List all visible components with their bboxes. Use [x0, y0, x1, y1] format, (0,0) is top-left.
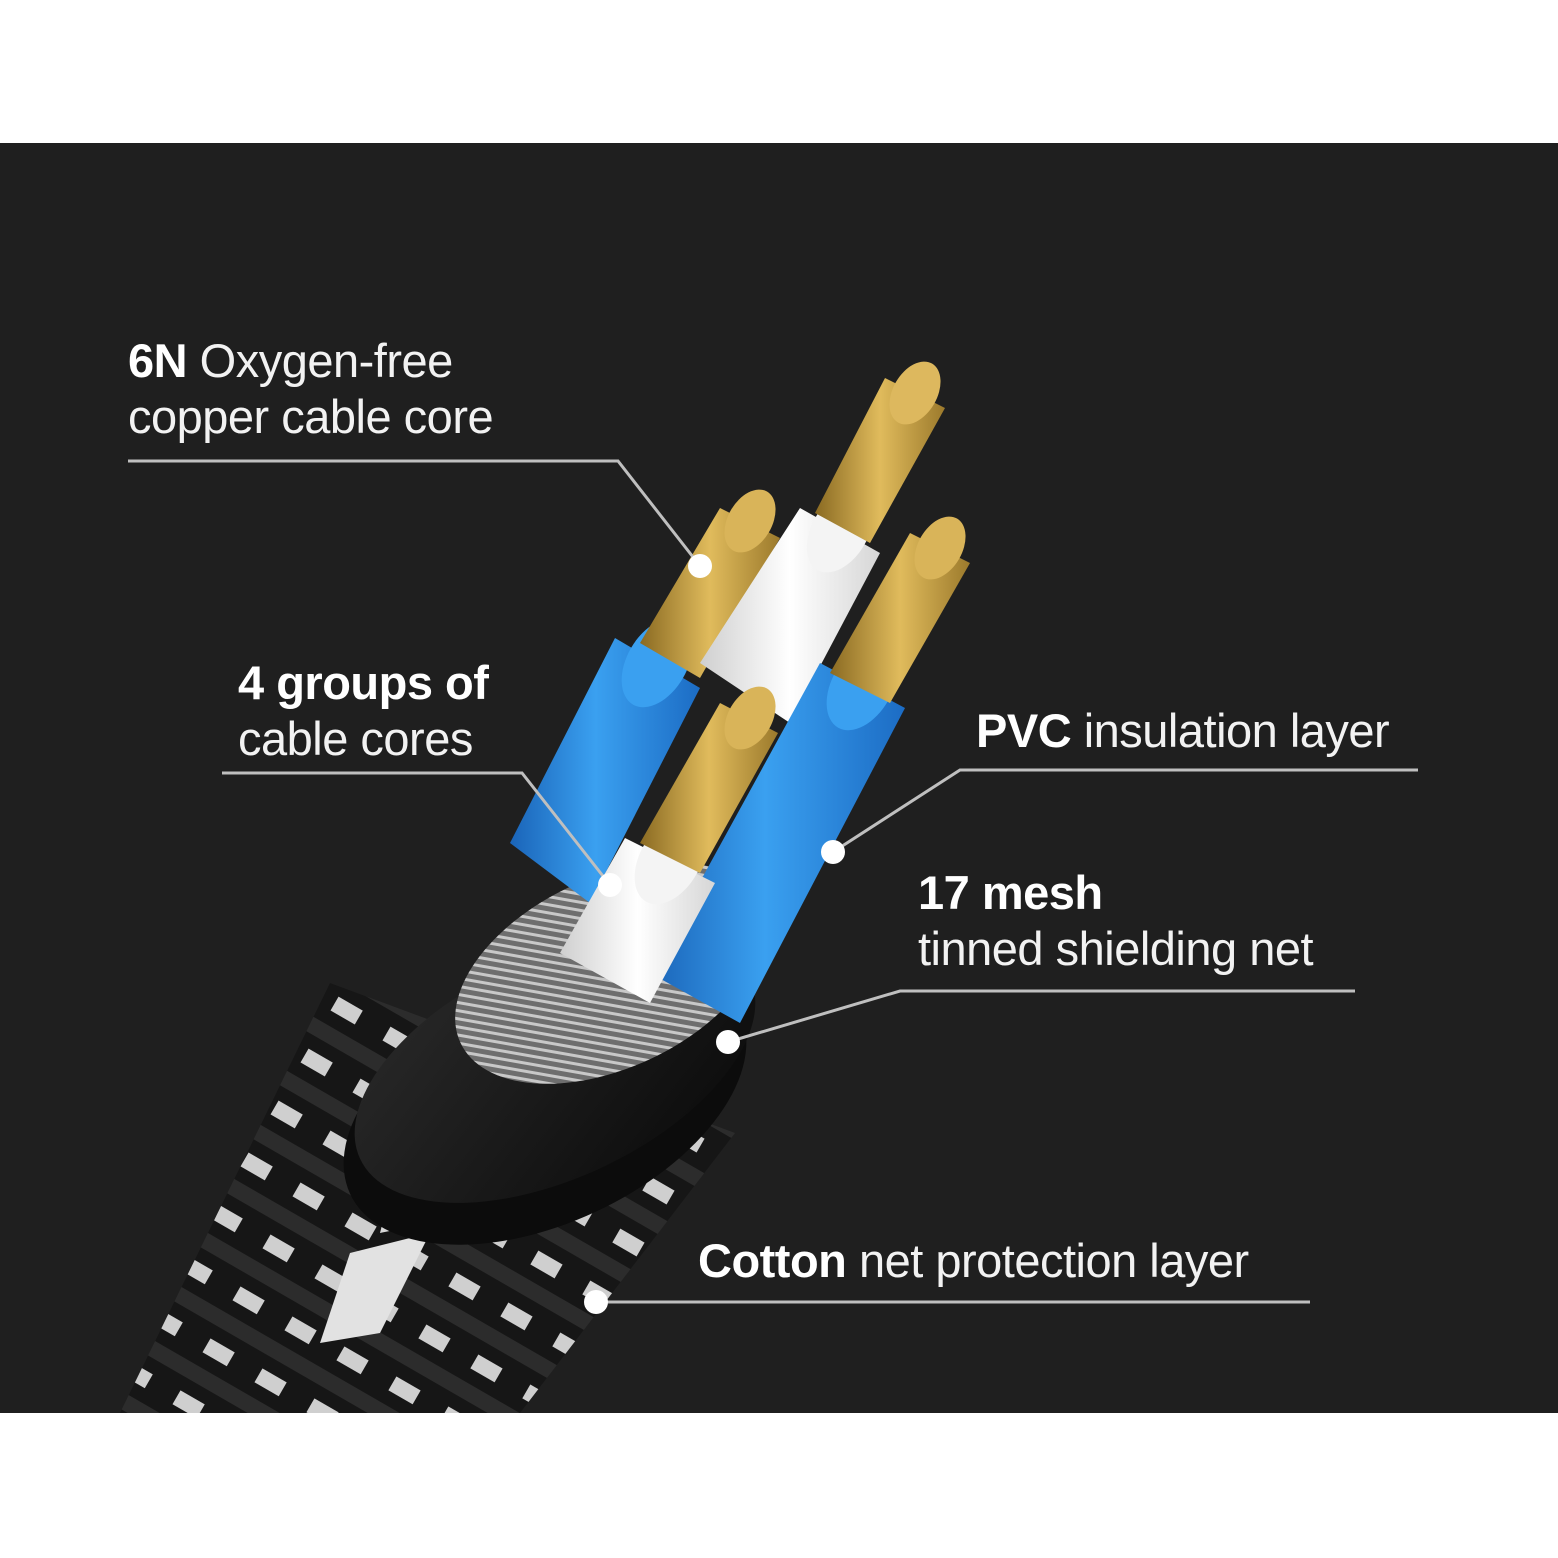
core-white-front	[560, 686, 778, 1003]
diagram-panel: 6N Oxygen-free copper cable core 4 group…	[0, 143, 1558, 1413]
label-groups-line2: cable cores	[238, 712, 473, 765]
label-cotton-bold: Cotton	[698, 1234, 847, 1287]
dot-cotton	[584, 1290, 608, 1314]
leader-groups	[222, 771, 612, 886]
label-groups-line1: 4 groups of	[238, 656, 489, 709]
label-copper-line2: copper cable core	[128, 390, 494, 443]
label-cotton-rest: net protection layer	[858, 1234, 1249, 1287]
leader-pvc	[832, 768, 1418, 854]
core-blue-right	[650, 516, 970, 1023]
leader-lines	[128, 459, 1418, 1304]
label-mesh-bold: 17 mesh	[918, 866, 1103, 919]
label-cotton-layer: Cotton net protection layer	[698, 1233, 1249, 1289]
leader-dots	[584, 554, 845, 1314]
label-shielding-net: 17 mesh tinned shielding net	[918, 865, 1314, 977]
label-mesh-line2: tinned shielding net	[918, 922, 1314, 975]
dot-mesh	[716, 1030, 740, 1054]
leader-copper	[128, 459, 702, 567]
label-core-groups: 4 groups of cable cores	[238, 655, 489, 767]
label-pvc-rest: insulation layer	[1083, 704, 1390, 757]
cable-illustration	[120, 361, 1418, 1413]
dot-groups	[598, 873, 622, 897]
label-pvc-bold: PVC	[976, 704, 1072, 757]
dot-copper	[688, 554, 712, 578]
label-copper-core: 6N Oxygen-free copper cable core	[128, 333, 494, 445]
label-pvc-insulation: PVC insulation layer	[976, 703, 1390, 759]
core-white-back	[700, 361, 945, 723]
dot-pvc	[821, 840, 845, 864]
label-copper-rest: Oxygen-free	[199, 334, 454, 387]
leader-mesh	[727, 989, 1355, 1044]
core-blue-left	[510, 489, 780, 903]
label-copper-bold: 6N	[128, 334, 188, 387]
